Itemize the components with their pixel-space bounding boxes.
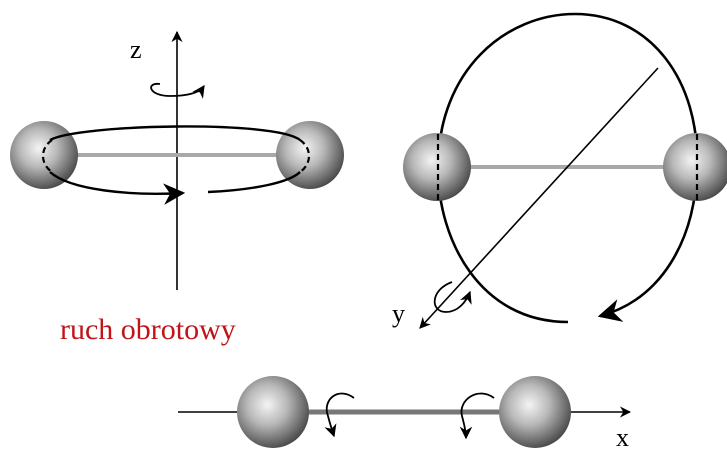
z-rotation-arrow (150, 83, 205, 99)
y-axis (419, 67, 659, 329)
x-rotation-arrow-2 (459, 392, 495, 440)
y-axis-label: y (392, 299, 405, 328)
rotation-orbit-front-right (207, 171, 301, 194)
atom-left-1 (10, 121, 78, 189)
atom-bottom-2 (499, 376, 571, 448)
atom-right-2 (663, 133, 727, 201)
molecule-x-axis: x (178, 376, 632, 449)
z-axis-label: z (130, 35, 142, 64)
y-rotation-arrow (433, 281, 472, 313)
molecule-y-rotation: y (392, 12, 727, 329)
atom-left-2 (276, 121, 344, 189)
orbit-dashed-right (299, 139, 311, 173)
rotation-orbit-front (49, 171, 186, 205)
rotation-orbit-back (49, 125, 301, 142)
atom-bottom-1 (237, 376, 309, 448)
vertical-orbit (436, 12, 699, 324)
caption-text: ruch obrotowy (60, 313, 236, 346)
orbit-dashed-left (41, 139, 53, 173)
x-axis-label: x (616, 423, 629, 449)
molecule-z-rotation: z (10, 30, 344, 290)
x-rotation-arrow-1 (324, 392, 355, 438)
